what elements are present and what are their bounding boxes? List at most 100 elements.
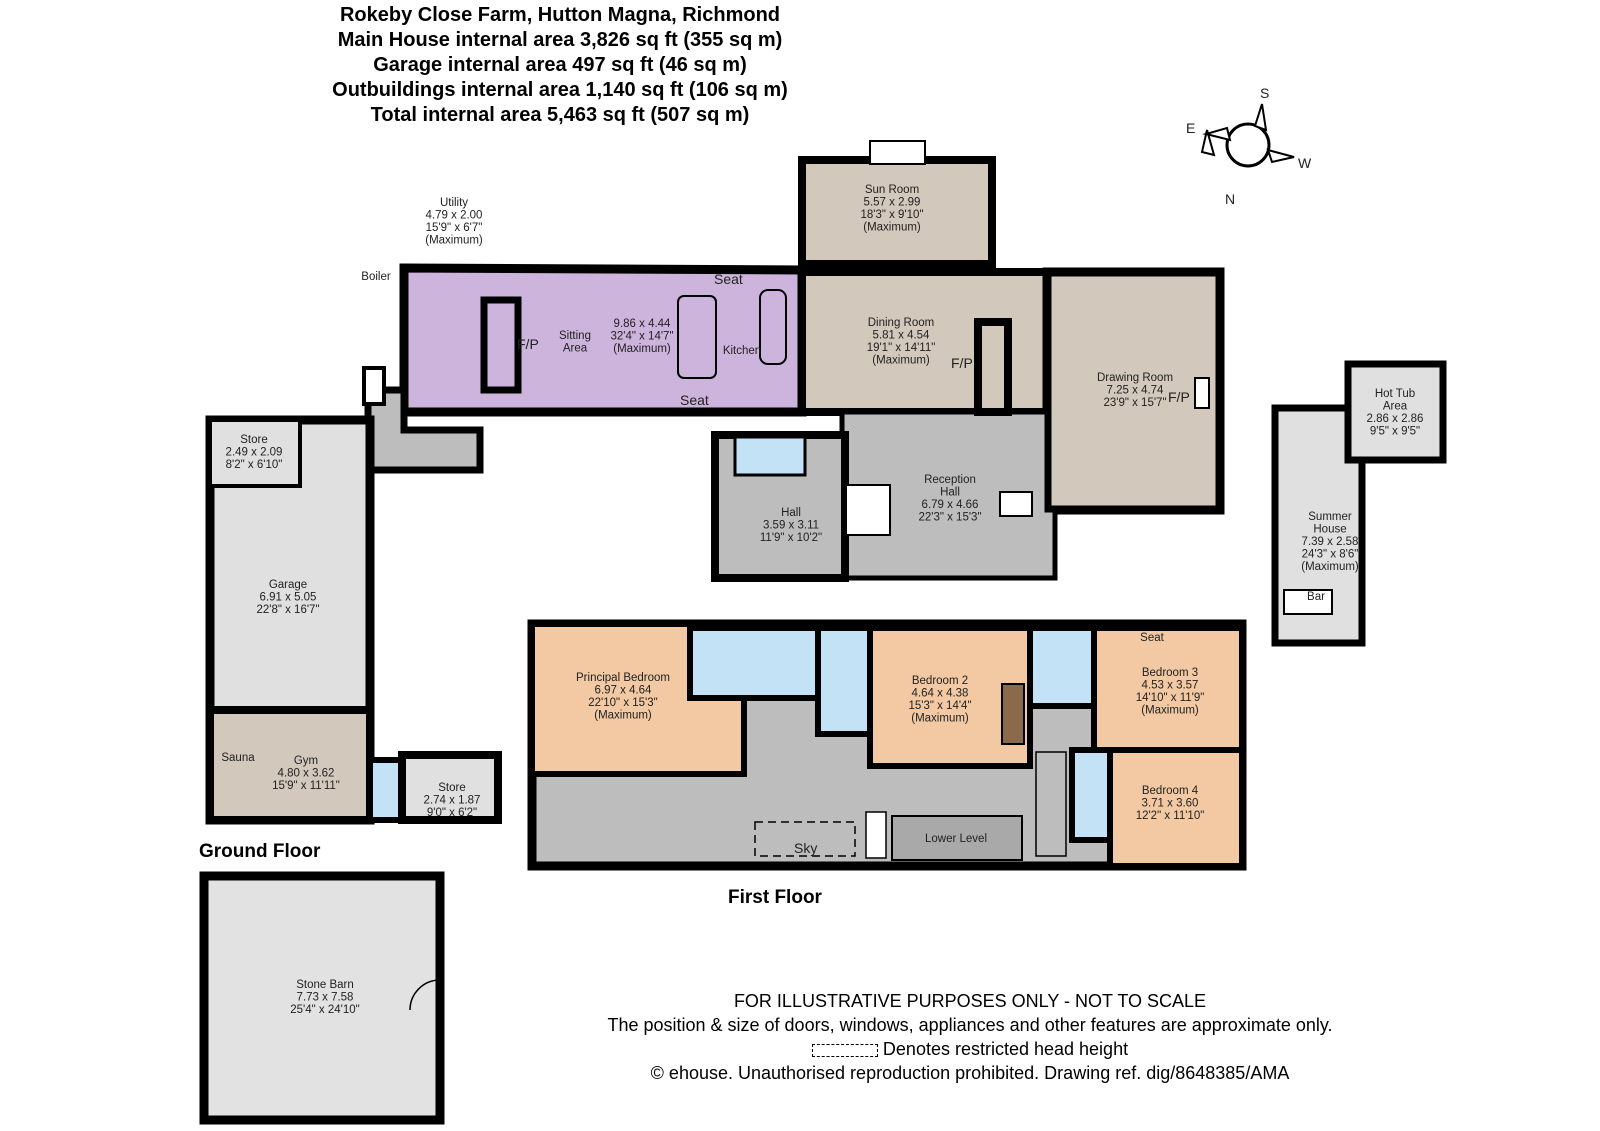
seat-label-bedroom-3: Seat — [1140, 632, 1164, 644]
room-label-line: 6.79 x 4.66 — [922, 499, 979, 511]
fp-label-drawing: F/P — [1168, 389, 1190, 405]
room-label-line: 2.49 x 2.09 — [226, 447, 283, 459]
room-label-line: Utility — [440, 197, 468, 209]
room-label-line: (Maximum) — [1141, 705, 1199, 717]
room-label-line: Bedroom 2 — [912, 675, 968, 687]
fireplace-dining — [974, 318, 1012, 416]
stairs-down — [865, 811, 887, 859]
room-label-line: 12'2" x 11'10" — [1136, 810, 1205, 822]
room-label-line: Bar — [1307, 591, 1325, 603]
room-label-line: 9.86 x 4.44 — [614, 318, 672, 330]
fp-label-dining: F/P — [951, 355, 973, 371]
garage-area: Garage internal area 497 sq ft (46 sq m) — [373, 54, 747, 76]
room-label-line: 6.91 x 5.05 — [260, 592, 317, 604]
room-label-line: 7.25 x 4.74 — [1107, 385, 1165, 397]
room-label-line: (Maximum) — [872, 355, 930, 367]
compass-e: E — [1186, 120, 1195, 136]
room-label-lower-level: Lower Level — [925, 833, 987, 845]
barn-door-icon — [409, 979, 441, 1011]
fp-label-kitchen: F/P — [517, 336, 539, 352]
drawing-room-area — [1042, 267, 1225, 515]
bar-counter — [1283, 589, 1333, 615]
room-label-line: (Maximum) — [863, 222, 921, 234]
room-label-line: 14'10" x 11'9" — [1136, 692, 1205, 704]
room-label-line: Hall — [940, 487, 960, 499]
room-label-line: Principal Bedroom — [576, 672, 670, 684]
kitchen-area — [399, 263, 807, 417]
room-label-line: 8'2" x 6'10" — [226, 459, 283, 471]
room-label-line: (Maximum) — [594, 710, 652, 722]
ground-floor-plan — [364, 140, 1225, 582]
total-area: Total internal area 5,463 sq ft (507 sq … — [370, 104, 750, 126]
seat-label-kitchen-top: Seat — [714, 271, 743, 287]
room-label-line: 4.79 x 2.00 — [426, 210, 483, 222]
sky-label: Sky — [794, 840, 817, 856]
room-label-line: Sauna — [221, 752, 255, 764]
room-label-line: 19'1" x 14'11" — [867, 342, 936, 354]
hatched-void — [1001, 683, 1025, 745]
room-label-line: Hot Tub — [1375, 388, 1415, 400]
room-label-line: 7.39 x 2.58 — [1302, 536, 1359, 548]
room-label-line: Sitting — [559, 330, 591, 342]
room-label-line: 23'9" x 15'7" — [1103, 397, 1166, 409]
room-label-line: Lower Level — [925, 833, 987, 845]
ensuite-3 — [1027, 625, 1097, 709]
room-label-line: 25'4" x 24'10" — [290, 1004, 359, 1016]
room-label-line: 22'8" x 16'7" — [256, 604, 319, 616]
room-label-line: (Maximum) — [1301, 561, 1359, 573]
room-label-line: Sun Room — [865, 184, 919, 196]
ensuite-1 — [687, 625, 823, 701]
compass-w: W — [1298, 155, 1312, 171]
room-label-line: Bedroom 4 — [1142, 785, 1199, 797]
ensuite-4 — [1069, 747, 1113, 843]
compass-s: S — [1260, 85, 1269, 101]
sun-room-doors — [869, 140, 926, 165]
room-label-line: 11'9" x 10'2" — [760, 532, 822, 544]
restricted-height-text: Denotes restricted head height — [882, 1039, 1129, 1059]
sky-restricted-area — [754, 821, 856, 857]
room-label-line: 9'0" x 6'2" — [427, 807, 477, 819]
room-label-line: House — [1313, 524, 1346, 536]
room-label-line: Hall — [781, 507, 801, 519]
room-label-line: 7.73 x 7.58 — [297, 992, 354, 1004]
first-floor-label: First Floor — [728, 887, 822, 908]
fireplace-kitchen — [480, 296, 522, 394]
compass-n: N — [1225, 191, 1235, 207]
room-label-line: Store — [240, 434, 268, 446]
bedroom-4-area — [1107, 747, 1245, 869]
room-label-line: 22'3" x 15'3" — [918, 512, 981, 524]
shower-room — [367, 757, 405, 823]
restricted-height-legend-icon — [811, 1044, 878, 1057]
room-label-line: 3.59 x 3.11 — [763, 520, 819, 532]
room-label-line: 6.97 x 4.64 — [595, 685, 653, 697]
garage-door-gap — [362, 366, 386, 406]
kitchen-counter — [759, 289, 787, 365]
room-label-line: 4.64 x 4.38 — [912, 688, 969, 700]
seat-label-kitchen-bottom: Seat — [680, 392, 709, 408]
room-label-line: 15'3" x 14'4" — [908, 700, 971, 712]
outbuildings — [1271, 360, 1447, 647]
outbuildings-area: Outbuildings internal area 1,140 sq ft (… — [332, 79, 788, 101]
room-label-line: 3.71 x 3.60 — [1142, 798, 1199, 810]
fireplace-drawing — [1194, 377, 1210, 409]
room-label-line: 5.57 x 2.99 — [864, 197, 921, 209]
room-label-bar: Bar — [1307, 591, 1325, 603]
room-label-line: 4.53 x 3.57 — [1142, 680, 1199, 692]
room-label-line: Garage — [269, 579, 307, 591]
room-label-line: Kitchen — [723, 345, 761, 357]
